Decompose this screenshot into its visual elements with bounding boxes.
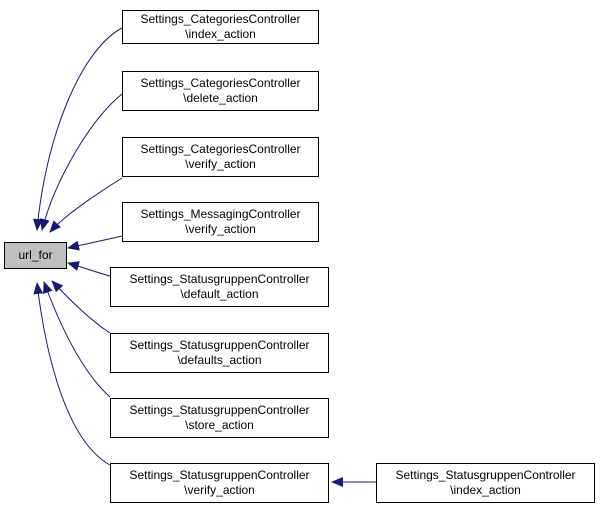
edge-caller-2-to-url-for (39, 93, 123, 231)
caller-class-label: Settings_MessagingController (140, 207, 301, 221)
edge-caller-3-to-url-for (49, 177, 123, 233)
caller-class-label: Settings_CategoriesController (140, 76, 301, 90)
caller-method-label: \verify_action (185, 157, 256, 171)
caller-method-label: \store_action (185, 418, 254, 432)
caller-method-label: \index_action (185, 27, 256, 41)
url-for-node[interactable]: url_for (4, 242, 67, 269)
edge-caller-4-to-url-for (67, 235, 123, 251)
edge-caller-7-to-url-for (43, 281, 111, 398)
caller-method-label: \verify_action (185, 222, 256, 236)
caller-node-statusgruppen-defaults-action[interactable]: Settings_StatusgruppenController \defaul… (110, 333, 329, 373)
caller-method-label: \delete_action (183, 91, 258, 105)
edge-caller-6-to-url-for (51, 280, 111, 334)
caller-node-statusgruppen-default-action[interactable]: Settings_StatusgruppenController \defaul… (110, 267, 329, 307)
edge-caller-8-to-url-for (33, 282, 111, 466)
caller-class-label: Settings_StatusgruppenController (129, 272, 310, 286)
secondary-class-label: Settings_StatusgruppenController (395, 468, 576, 482)
secondary-method-label: \index_action (450, 483, 521, 497)
caller-class-label: Settings_StatusgruppenController (129, 468, 310, 482)
caller-class-label: Settings_StatusgruppenController (129, 338, 310, 352)
url-for-label: url_for (18, 248, 53, 262)
caller-method-label: \default_action (180, 287, 259, 301)
caller-node-messaging-verify-action[interactable]: Settings_MessagingController \verify_act… (122, 202, 319, 242)
caller-method-label: \verify_action (184, 483, 255, 497)
caller-class-label: Settings_CategoriesController (140, 12, 301, 26)
caller-class-label: Settings_StatusgruppenController (129, 403, 310, 417)
caller-node-statusgruppen-store-action[interactable]: Settings_StatusgruppenController \store_… (110, 398, 329, 438)
caller-node-categories-verify-action[interactable]: Settings_CategoriesController \verify_ac… (122, 137, 319, 177)
caller-node-categories-index-action[interactable]: Settings_CategoriesController \index_act… (122, 10, 319, 44)
edge-caller-5-to-url-for (67, 261, 111, 277)
edge-caller-1-to-url-for (32, 27, 123, 231)
caller-method-label: \defaults_action (177, 353, 262, 367)
caller-node-statusgruppen-verify-action[interactable]: Settings_StatusgruppenController \verify… (110, 463, 329, 503)
secondary-node-statusgruppen-index-action[interactable]: Settings_StatusgruppenController \index_… (376, 463, 595, 503)
caller-class-label: Settings_CategoriesController (140, 142, 301, 156)
caller-node-categories-delete-action[interactable]: Settings_CategoriesController \delete_ac… (122, 71, 319, 111)
